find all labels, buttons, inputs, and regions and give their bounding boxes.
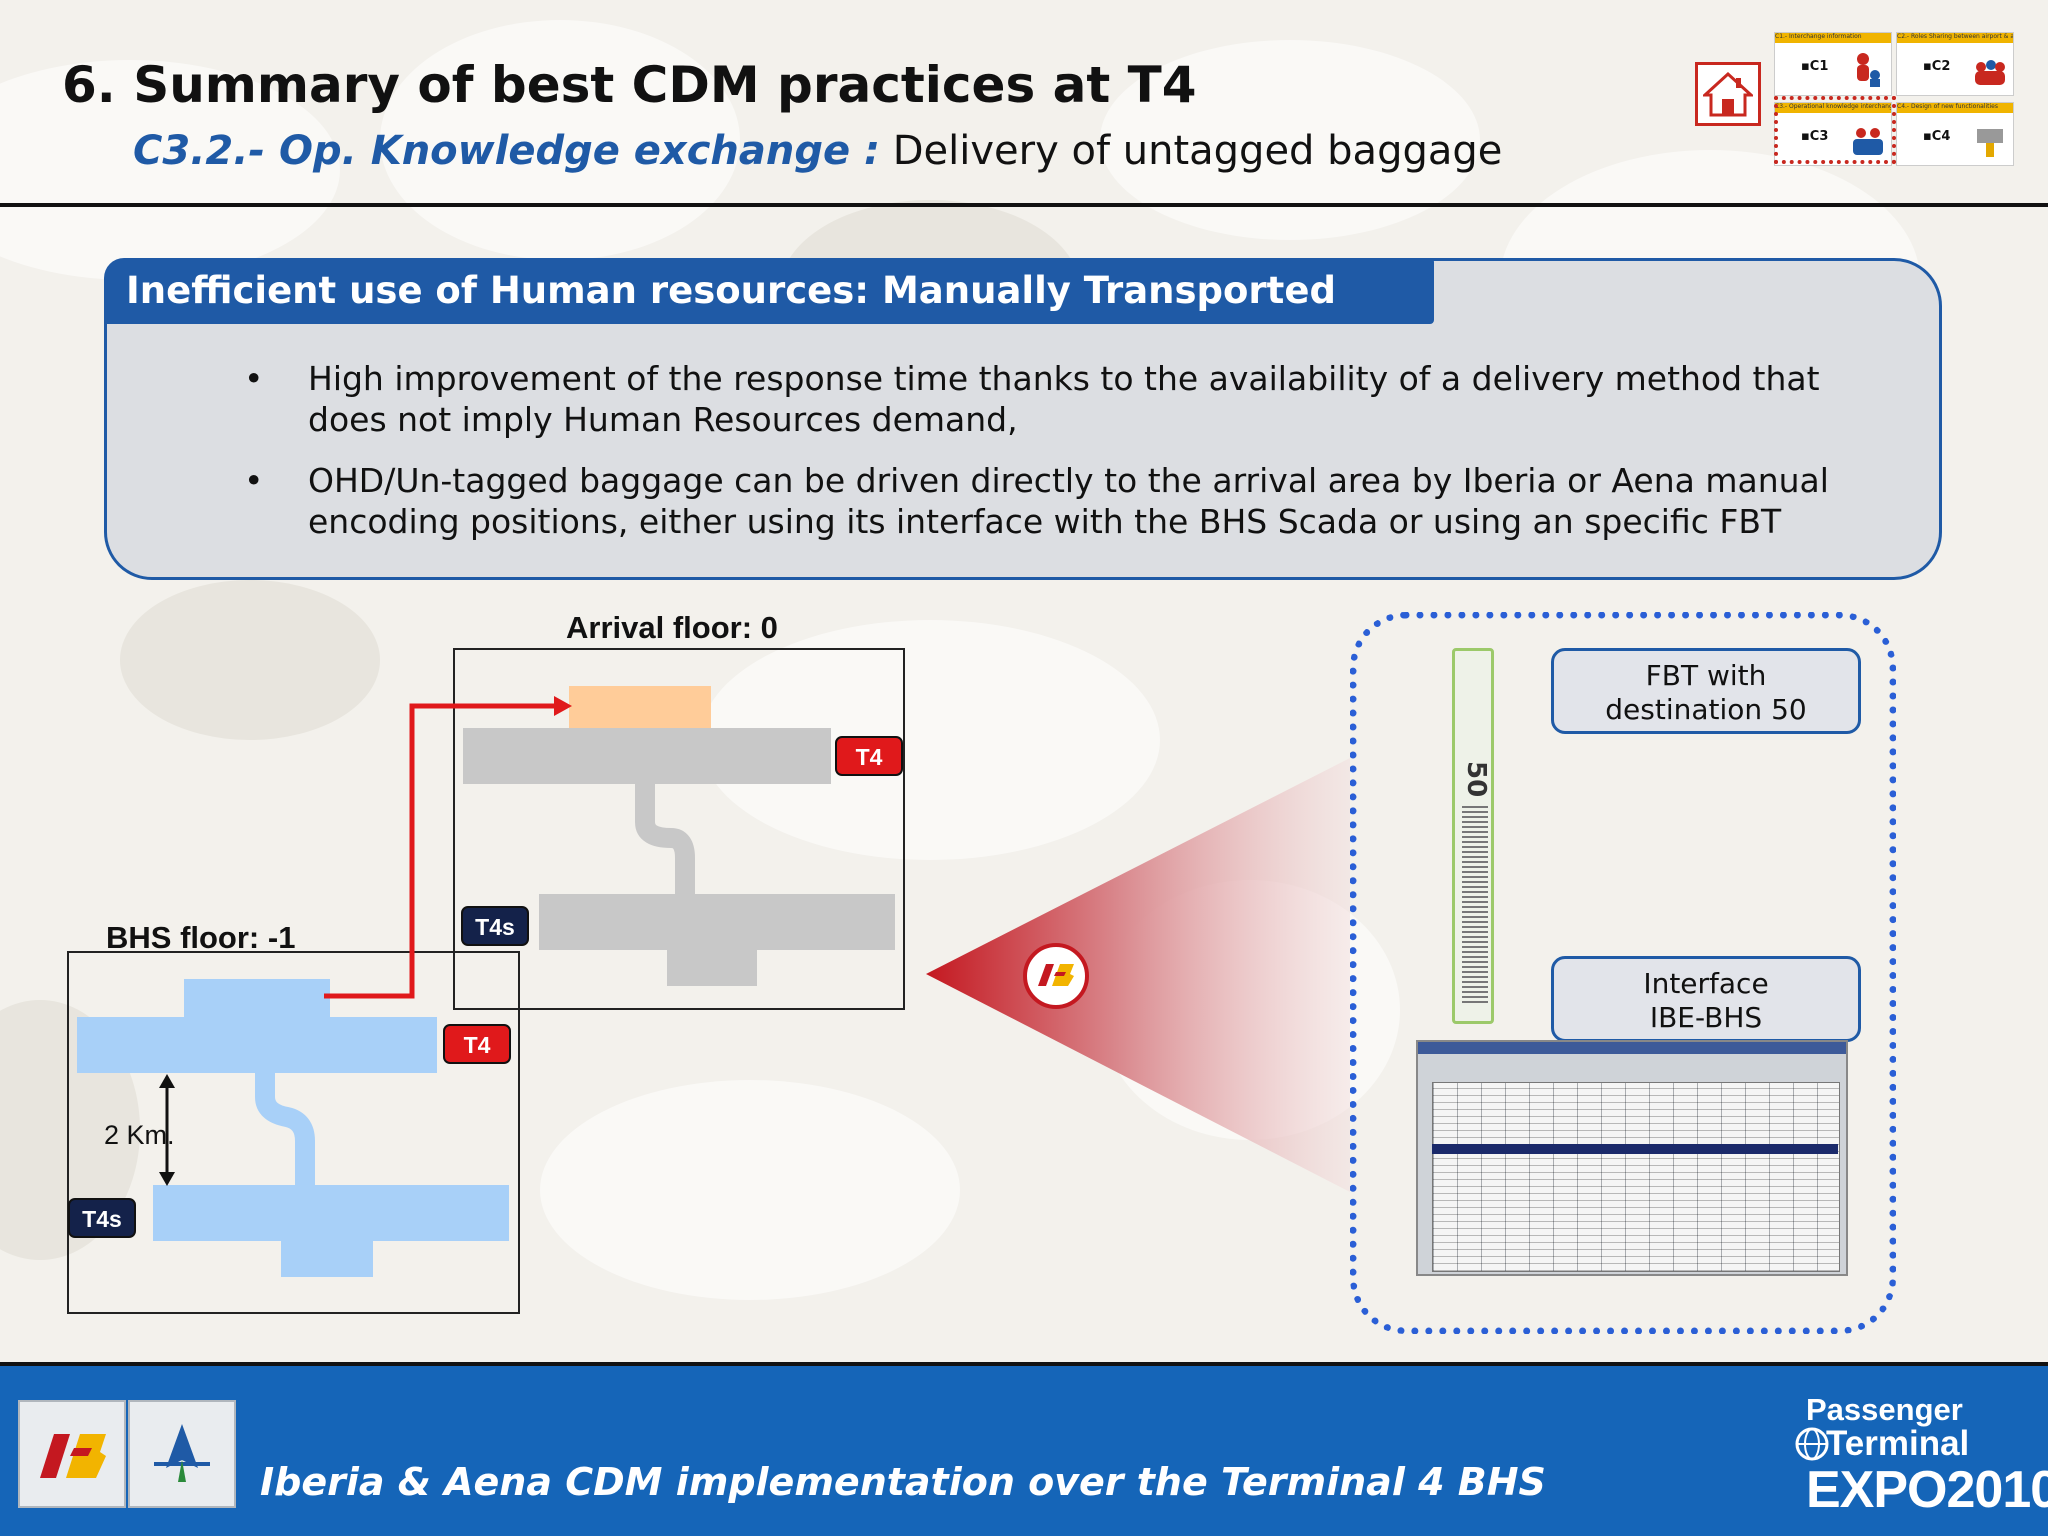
bullet-item: • High improvement of the response time t… bbox=[240, 358, 1900, 440]
callout-fbt-line1: FBT with bbox=[1645, 659, 1767, 692]
bhs-floor-plan bbox=[67, 951, 520, 1314]
expo-line3: EXPO2010 bbox=[1806, 1461, 2048, 1519]
nav-cell-c4[interactable]: C4.- Design of new functionalities ▪C4 bbox=[1896, 102, 2014, 166]
expo-line1: Passenger bbox=[1806, 1392, 1963, 1427]
route-arrow bbox=[324, 696, 572, 999]
slide-subtitle: C3.2.- Op. Knowledge exchange : Delivery… bbox=[133, 128, 1502, 174]
slide-footer bbox=[0, 1366, 2048, 1536]
bullet-dot: • bbox=[244, 461, 264, 500]
nav-caption: C1.- Interchange information bbox=[1775, 33, 1891, 43]
badge-t4s-arrival: T4s bbox=[461, 906, 529, 946]
home-icon bbox=[1703, 71, 1753, 117]
home-button[interactable] bbox=[1695, 62, 1761, 126]
bhs-conveyor-raised bbox=[184, 979, 330, 1017]
aena-logo-icon bbox=[154, 1424, 210, 1482]
iberia-logo bbox=[18, 1400, 126, 1508]
nav-caption: C4.- Design of new functionalities bbox=[1897, 103, 2013, 113]
nav-cell-c3[interactable]: C3.- Operational knowledge interchange ▪… bbox=[1774, 102, 1892, 166]
scada-table bbox=[1432, 1082, 1840, 1272]
nav-label: ▪C2 bbox=[1923, 59, 1951, 74]
nav-selection-highlight bbox=[1774, 96, 1896, 164]
footer-divider bbox=[0, 1362, 2048, 1368]
arrival-connector bbox=[635, 782, 695, 896]
bhs-floor-label: BHS floor: -1 bbox=[106, 920, 296, 955]
nav-cell-c2[interactable]: C2.- Roles Sharing between airport & air… bbox=[1896, 32, 2014, 96]
callout-interface-line2: IBE-BHS bbox=[1649, 1001, 1763, 1034]
badge-t4s-bhs: T4s bbox=[68, 1198, 136, 1238]
section-navigator: C1.- Interchange information ▪C1 C2.- Ro… bbox=[1774, 30, 2016, 166]
scada-selected-row bbox=[1432, 1144, 1838, 1154]
crowd-icon bbox=[1975, 60, 2005, 85]
bullet-item: • OHD/Un-tagged baggage can be driven dir… bbox=[240, 460, 1900, 542]
bullet-list: • High improvement of the response time t… bbox=[240, 358, 1900, 562]
tools-icon bbox=[1977, 129, 2003, 157]
people-icon bbox=[1857, 53, 1880, 87]
bullet-text: OHD/Un-tagged baggage can be driven dire… bbox=[308, 461, 1829, 541]
callout-fbt: FBT with destination 50 bbox=[1551, 648, 1861, 734]
bhs-conveyor-stub bbox=[281, 1239, 373, 1277]
tag-barcode bbox=[1462, 803, 1488, 1003]
nav-caption: C3.- Operational knowledge interchange bbox=[1775, 103, 1891, 113]
scada-titlebar bbox=[1418, 1042, 1846, 1054]
arrival-floor-label: Arrival floor: 0 bbox=[566, 610, 778, 645]
bhs-conveyor-top bbox=[77, 1017, 437, 1073]
callout-fbt-line2: destination 50 bbox=[1605, 693, 1807, 726]
globe-icon bbox=[1795, 1427, 1829, 1461]
subtitle-topic: Delivery of untagged baggage bbox=[880, 128, 1503, 174]
header-divider bbox=[0, 203, 2048, 207]
info-heading: Inefficient use of Human resources: Manu… bbox=[104, 258, 1434, 324]
aena-logo bbox=[128, 1400, 236, 1508]
bullet-dot: • bbox=[244, 359, 264, 398]
detail-frame bbox=[1350, 612, 1896, 1334]
tag-number: 50 bbox=[1461, 761, 1491, 798]
bhs-connector bbox=[255, 1071, 315, 1191]
arrival-floor-plan bbox=[453, 648, 905, 1010]
callout-interface: Interface IBE-BHS bbox=[1551, 956, 1861, 1042]
nav-cell-c1[interactable]: C1.- Interchange information ▪C1 bbox=[1774, 32, 1892, 96]
slide-title: 6. Summary of best CDM practices at T4 bbox=[62, 56, 1197, 114]
arrival-conveyor-top bbox=[463, 728, 831, 784]
arrival-conveyor-bottom bbox=[539, 894, 895, 950]
scada-screenshot bbox=[1416, 1040, 1848, 1276]
subtitle-section: C3.2.- Op. Knowledge exchange : bbox=[133, 128, 881, 174]
nav-label: ▪C3 bbox=[1801, 129, 1829, 144]
expo-line2: Terminal bbox=[1826, 1424, 1970, 1463]
nav-caption: C2.- Roles Sharing between airport & air… bbox=[1897, 33, 2013, 43]
footer-caption: Iberia & Aena CDM implementation over th… bbox=[260, 1460, 1546, 1504]
iberia-logo-icon bbox=[40, 1434, 106, 1478]
badge-t4-bhs: T4 bbox=[443, 1024, 511, 1064]
callout-interface-line1: Interface bbox=[1643, 967, 1769, 1000]
nav-label: ▪C4 bbox=[1923, 129, 1951, 144]
zoom-cone bbox=[926, 758, 1350, 1192]
bhs-conveyor-bottom bbox=[153, 1185, 509, 1241]
iberia-logo-icon bbox=[1023, 943, 1089, 1009]
nav-label: ▪C1 bbox=[1801, 59, 1829, 74]
team-icon bbox=[1853, 128, 1883, 155]
expo-logo: Passenger Terminal EXPO2010 bbox=[1794, 1392, 2048, 1519]
arrival-conveyor-stub bbox=[667, 948, 757, 986]
bullet-text: High improvement of the response time th… bbox=[308, 359, 1820, 439]
distance-arrow bbox=[159, 1074, 175, 1186]
slide-header: 6. Summary of best CDM practices at T4 C… bbox=[0, 0, 2048, 207]
baggage-tag-image: 50 bbox=[1452, 648, 1494, 1024]
arrival-belt bbox=[569, 686, 711, 728]
badge-t4-arrival: T4 bbox=[835, 736, 903, 776]
distance-label: 2 Km. bbox=[104, 1120, 175, 1150]
